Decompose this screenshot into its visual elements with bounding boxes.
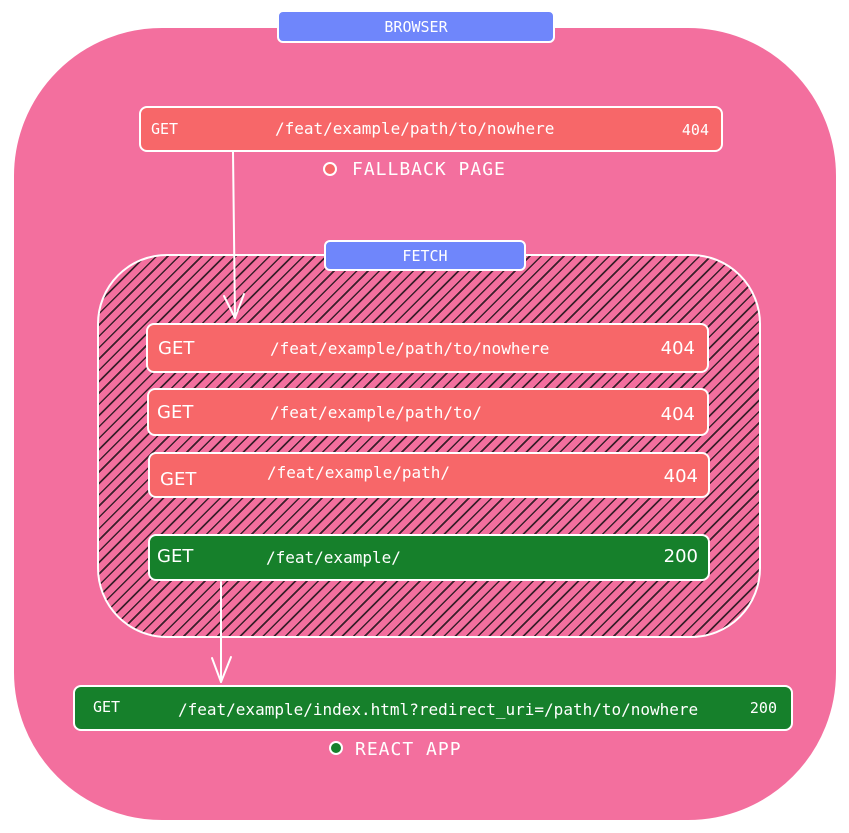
react-app-caption: REACT APP — [355, 739, 462, 760]
request-status: 404 — [660, 404, 695, 425]
request-path: /feat/example/index.html?redirect_uri=/p… — [178, 700, 699, 719]
react-app-dot-icon — [329, 741, 343, 755]
request-path: /feat/example/path/to/ — [270, 403, 482, 422]
app-request-row: GET /feat/example/index.html?redirect_ur… — [73, 685, 793, 731]
request-status: 404 — [681, 121, 709, 139]
fallback-page-dot-icon — [323, 162, 337, 176]
request-path: /feat/example/path/to/nowhere — [270, 339, 550, 358]
request-status: 200 — [749, 699, 777, 717]
fetch-label: FETCH — [324, 240, 526, 271]
request-method: GET — [93, 698, 121, 716]
fetch-request-row: GET /feat/example/path/to/nowhere 404 — [146, 323, 709, 373]
arrow-to-app-head — [211, 656, 232, 683]
request-method: GET — [158, 338, 195, 359]
browser-request-row: GET /feat/example/path/to/nowhere 404 — [139, 106, 723, 152]
request-status: 404 — [663, 466, 698, 487]
request-method: GET — [157, 546, 194, 567]
arrow-to-fetch-head — [223, 293, 245, 319]
request-method: GET — [151, 120, 179, 138]
request-method: GET — [157, 402, 194, 423]
fetch-request-row: GET /feat/example/path/ 404 — [148, 452, 710, 498]
fetch-request-row: GET /feat/example/path/to/ 404 — [147, 388, 709, 436]
request-method: GET — [160, 469, 197, 490]
request-path: /feat/example/ — [266, 548, 401, 567]
fallback-page-caption: FALLBACK PAGE — [352, 159, 506, 180]
request-status: 404 — [660, 338, 695, 359]
request-status: 200 — [663, 546, 698, 567]
browser-label: BROWSER — [277, 10, 555, 43]
request-path: /feat/example/path/to/nowhere — [275, 119, 555, 138]
arrow-to-fetch — [232, 151, 236, 319]
fetch-request-row-success: GET /feat/example/ 200 — [148, 534, 710, 581]
request-path: /feat/example/path/ — [267, 463, 451, 482]
